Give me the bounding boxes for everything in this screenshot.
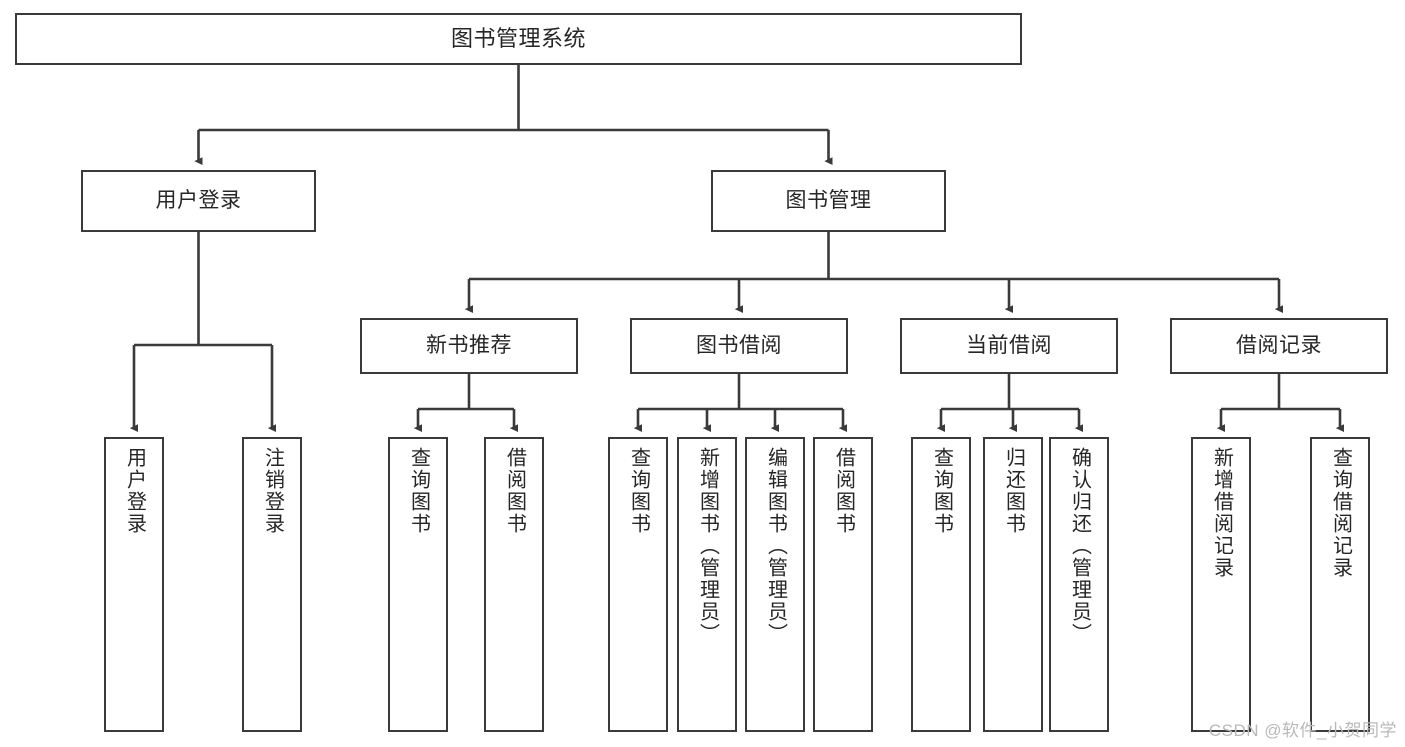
node-leaf-query-borrow-record[interactable]: 查询借阅记录 bbox=[1310, 437, 1370, 732]
node-leaf-query-book-borrow[interactable]: 查询图书 bbox=[608, 437, 668, 732]
node-label: 当前借阅 bbox=[966, 334, 1052, 358]
node-leaf-query-book-current[interactable]: 查询图书 bbox=[911, 437, 971, 732]
node-book-borrow[interactable]: 图书借阅 bbox=[630, 318, 848, 374]
node-root-system[interactable]: 图书管理系统 bbox=[15, 13, 1022, 65]
node-leaf-user-login[interactable]: 用户登录 bbox=[104, 437, 164, 732]
node-leaf-borrow-book-recommend[interactable]: 借阅图书 bbox=[484, 437, 544, 732]
node-leaf-borrow-book[interactable]: 借阅图书 bbox=[813, 437, 873, 732]
node-label: 图书管理 bbox=[785, 189, 872, 213]
node-leaf-add-borrow-record[interactable]: 新增借阅记录 bbox=[1191, 437, 1251, 732]
node-label: 新增图书（管理员） bbox=[696, 447, 719, 645]
node-label: 查询图书 bbox=[407, 447, 430, 535]
node-label: 归还图书 bbox=[1002, 447, 1025, 535]
node-new-book-recommend[interactable]: 新书推荐 bbox=[360, 318, 578, 374]
node-leaf-edit-book-admin[interactable]: 编辑图书（管理员） bbox=[745, 437, 805, 732]
node-book-management[interactable]: 图书管理 bbox=[711, 170, 946, 232]
node-current-borrow[interactable]: 当前借阅 bbox=[900, 318, 1118, 374]
node-label: 编辑图书（管理员） bbox=[764, 447, 787, 645]
node-leaf-query-book-recommend[interactable]: 查询图书 bbox=[388, 437, 448, 732]
node-label: 注销登录 bbox=[261, 447, 284, 535]
node-label: 图书借阅 bbox=[696, 334, 782, 358]
csdn-watermark: CSDN @软件_小贺同学 bbox=[1208, 721, 1397, 740]
node-label: 查询图书 bbox=[930, 447, 953, 535]
node-label: 新增借阅记录 bbox=[1210, 447, 1233, 579]
node-label: 查询借阅记录 bbox=[1329, 447, 1352, 579]
node-label: 图书管理系统 bbox=[450, 25, 586, 51]
node-leaf-add-book-admin[interactable]: 新增图书（管理员） bbox=[677, 437, 737, 732]
node-user-login[interactable]: 用户登录 bbox=[81, 170, 316, 232]
node-label: 借阅记录 bbox=[1236, 334, 1322, 358]
node-label: 用户登录 bbox=[123, 447, 146, 535]
node-label: 借阅图书 bbox=[503, 447, 526, 535]
node-label: 查询图书 bbox=[627, 447, 650, 535]
node-leaf-user-logout[interactable]: 注销登录 bbox=[242, 437, 302, 732]
node-leaf-confirm-return-admin[interactable]: 确认归还（管理员） bbox=[1049, 437, 1109, 732]
node-label: 确认归还（管理员） bbox=[1068, 447, 1091, 645]
node-leaf-return-book[interactable]: 归还图书 bbox=[983, 437, 1043, 732]
node-label: 新书推荐 bbox=[426, 334, 512, 358]
node-label: 用户登录 bbox=[155, 189, 242, 213]
node-borrow-record[interactable]: 借阅记录 bbox=[1170, 318, 1388, 374]
node-label: 借阅图书 bbox=[832, 447, 855, 535]
